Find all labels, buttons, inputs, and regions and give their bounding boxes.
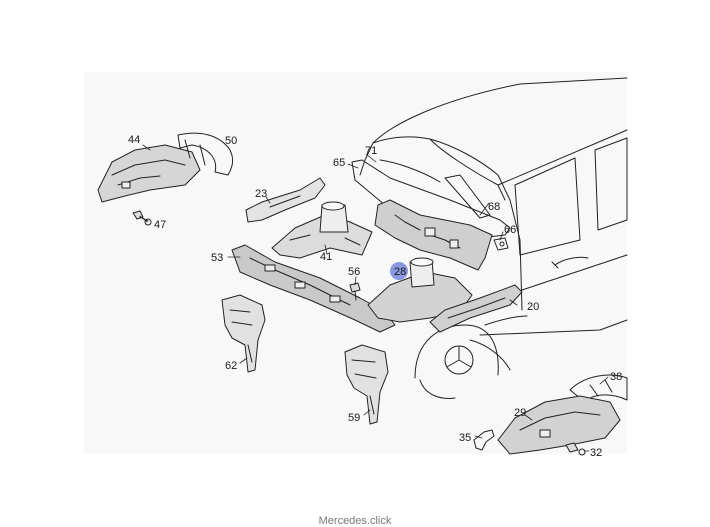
cowl-panel xyxy=(351,159,511,239)
part-label-56: 56 xyxy=(348,266,360,278)
part-label-53: 53 xyxy=(211,252,223,264)
part-label-35: 35 xyxy=(459,432,471,444)
front-rail xyxy=(429,284,523,333)
part-number-labels: 44 50 47 23 65 71 68 66 41 53 56 28 20 6… xyxy=(128,134,622,459)
bulkhead-panel xyxy=(374,199,493,271)
front-cross-member xyxy=(231,244,396,333)
van-side-window xyxy=(514,157,581,256)
watermark-text: Mercedes.click xyxy=(318,515,392,527)
part-label-62: 62 xyxy=(225,360,237,372)
part-label-28: 28 xyxy=(394,266,406,278)
part-label-29: 29 xyxy=(514,407,526,419)
part-label-20: 20 xyxy=(527,301,539,313)
highlight-marker xyxy=(390,262,408,280)
part-label-71: 71 xyxy=(365,145,377,157)
part-label-47: 47 xyxy=(154,219,166,231)
part-label-32: 32 xyxy=(590,447,602,459)
strut-tower-left xyxy=(271,201,373,259)
bracket-right xyxy=(344,344,389,425)
door-handle xyxy=(554,256,589,266)
part-label-41: 41 xyxy=(320,251,332,263)
bracket-left xyxy=(221,294,266,373)
retainer-clip xyxy=(473,429,495,451)
part-label-50: 50 xyxy=(225,135,237,147)
part-label-59: 59 xyxy=(348,412,360,424)
part-label-38: 38 xyxy=(610,371,622,383)
wheel-housing-left xyxy=(97,144,201,203)
van-rear-window xyxy=(594,137,628,231)
van-body xyxy=(359,77,628,371)
side-member xyxy=(245,177,326,223)
part-label-66: 66 xyxy=(504,224,516,236)
part-label-44: 44 xyxy=(128,134,140,146)
wheel-housing-right xyxy=(497,395,621,455)
clip-part xyxy=(493,237,509,251)
leader-lines xyxy=(139,144,609,452)
part-label-68: 68 xyxy=(488,201,500,213)
part-label-65: 65 xyxy=(333,157,345,169)
front-wheel xyxy=(414,324,499,399)
part-label-23: 23 xyxy=(255,188,267,200)
wheel-liner-left xyxy=(177,132,234,176)
diagram-panel xyxy=(84,72,627,454)
wheel-liner-right xyxy=(569,374,628,403)
screw-part-right xyxy=(565,442,586,456)
